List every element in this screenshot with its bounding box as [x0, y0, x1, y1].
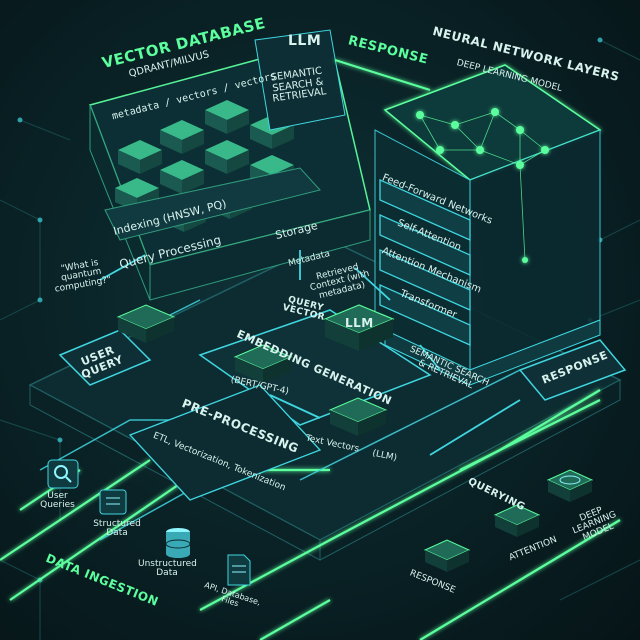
chip-icon: [423, 539, 471, 572]
database-icon: [165, 528, 191, 558]
flow-arrows: [99, 250, 521, 456]
file-icon: [227, 554, 251, 586]
middle-boxes: [58, 304, 627, 501]
structured-data-text: Structured Data: [93, 519, 141, 539]
search-icon: [47, 459, 79, 489]
atom-icon: [546, 469, 594, 502]
semantic-search-panel: [254, 29, 346, 131]
semantic-search-top-text: SEMANTIC SEARCH & RETRIEVAL: [270, 65, 327, 105]
llm-box-label: LLM: [345, 316, 374, 330]
unstructured-data-text: Unstructured Data: [138, 559, 197, 579]
bottom-right-icons: [423, 469, 594, 572]
document-icon: [99, 489, 127, 515]
neural-network-stack: [374, 64, 602, 386]
structured-data-label: Structured Data: [92, 519, 142, 539]
grid-icon: [493, 504, 541, 537]
llm-title: LLM: [288, 33, 322, 49]
response-arrow-top: [334, 59, 431, 91]
user-queries-label: User Queries: [35, 491, 80, 511]
glowing-data-lines: [0, 389, 621, 640]
ingestion-icons: [47, 459, 251, 586]
neural-connections: [419, 111, 546, 261]
neural-nodes: [416, 108, 549, 263]
user-queries-text: User Queries: [40, 491, 75, 511]
unstructured-data-label: Unstructured Data: [138, 559, 197, 579]
